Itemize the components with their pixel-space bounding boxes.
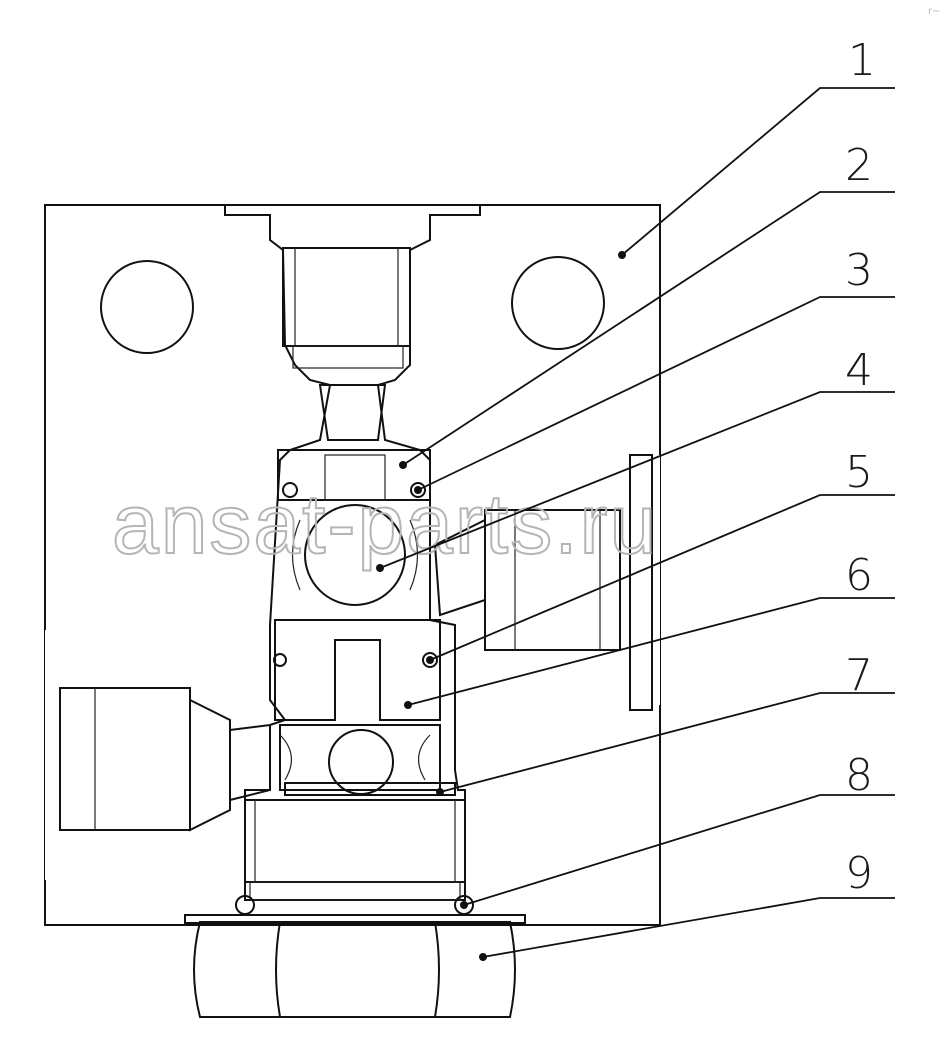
callout-dot-3: [414, 486, 422, 494]
internal-cavities: [59, 204, 621, 901]
callout-dot-4: [376, 564, 384, 572]
callout-label-8: 8: [845, 750, 873, 801]
callout-label-2: 2: [845, 140, 873, 191]
o-ring-upper-left: [282, 482, 298, 498]
callout-dot-7: [436, 788, 444, 796]
callout-leader-5: [429, 494, 895, 661]
callout-leader-7: [439, 692, 895, 793]
callout-label-9: 9: [845, 848, 873, 899]
lower-ball: [328, 729, 394, 795]
callout-dot-1: [618, 251, 626, 259]
watermark-text: ansat-parts.ru: [112, 477, 658, 571]
callout-label-1: 1: [848, 35, 876, 86]
callout-leader-9: [482, 897, 895, 958]
mounting-bore-left: [100, 260, 194, 354]
callout-dot-8: [460, 901, 468, 909]
o-ring-mid-right: [422, 652, 438, 668]
callout-dot-5: [426, 656, 434, 664]
callout-leader-2: [402, 191, 895, 466]
corner-mark: r~: [928, 6, 941, 17]
callout-label-4: 4: [845, 345, 873, 396]
upper-ball: [304, 504, 406, 606]
callout-leader-3: [417, 296, 895, 491]
callout-dot-6: [404, 701, 412, 709]
o-ring-upper-right: [410, 482, 426, 498]
callout-label-5: 5: [845, 447, 873, 498]
callout-leader-1: [621, 87, 895, 256]
callout-leader-6: [407, 597, 895, 706]
top-plug: [282, 247, 411, 347]
callout-leader-8: [463, 794, 895, 906]
hex-nut: [184, 914, 526, 1018]
mounting-bore-right: [511, 256, 605, 350]
left-port-plug: [59, 687, 191, 831]
bottom-plug: [244, 799, 466, 883]
callout-label-6: 6: [845, 550, 873, 601]
callout-leader-4: [379, 391, 895, 569]
callout-dot-9: [479, 953, 487, 961]
callout-label-3: 3: [845, 245, 873, 296]
o-ring-mid-left: [273, 653, 287, 667]
callout-dot-2: [399, 461, 407, 469]
